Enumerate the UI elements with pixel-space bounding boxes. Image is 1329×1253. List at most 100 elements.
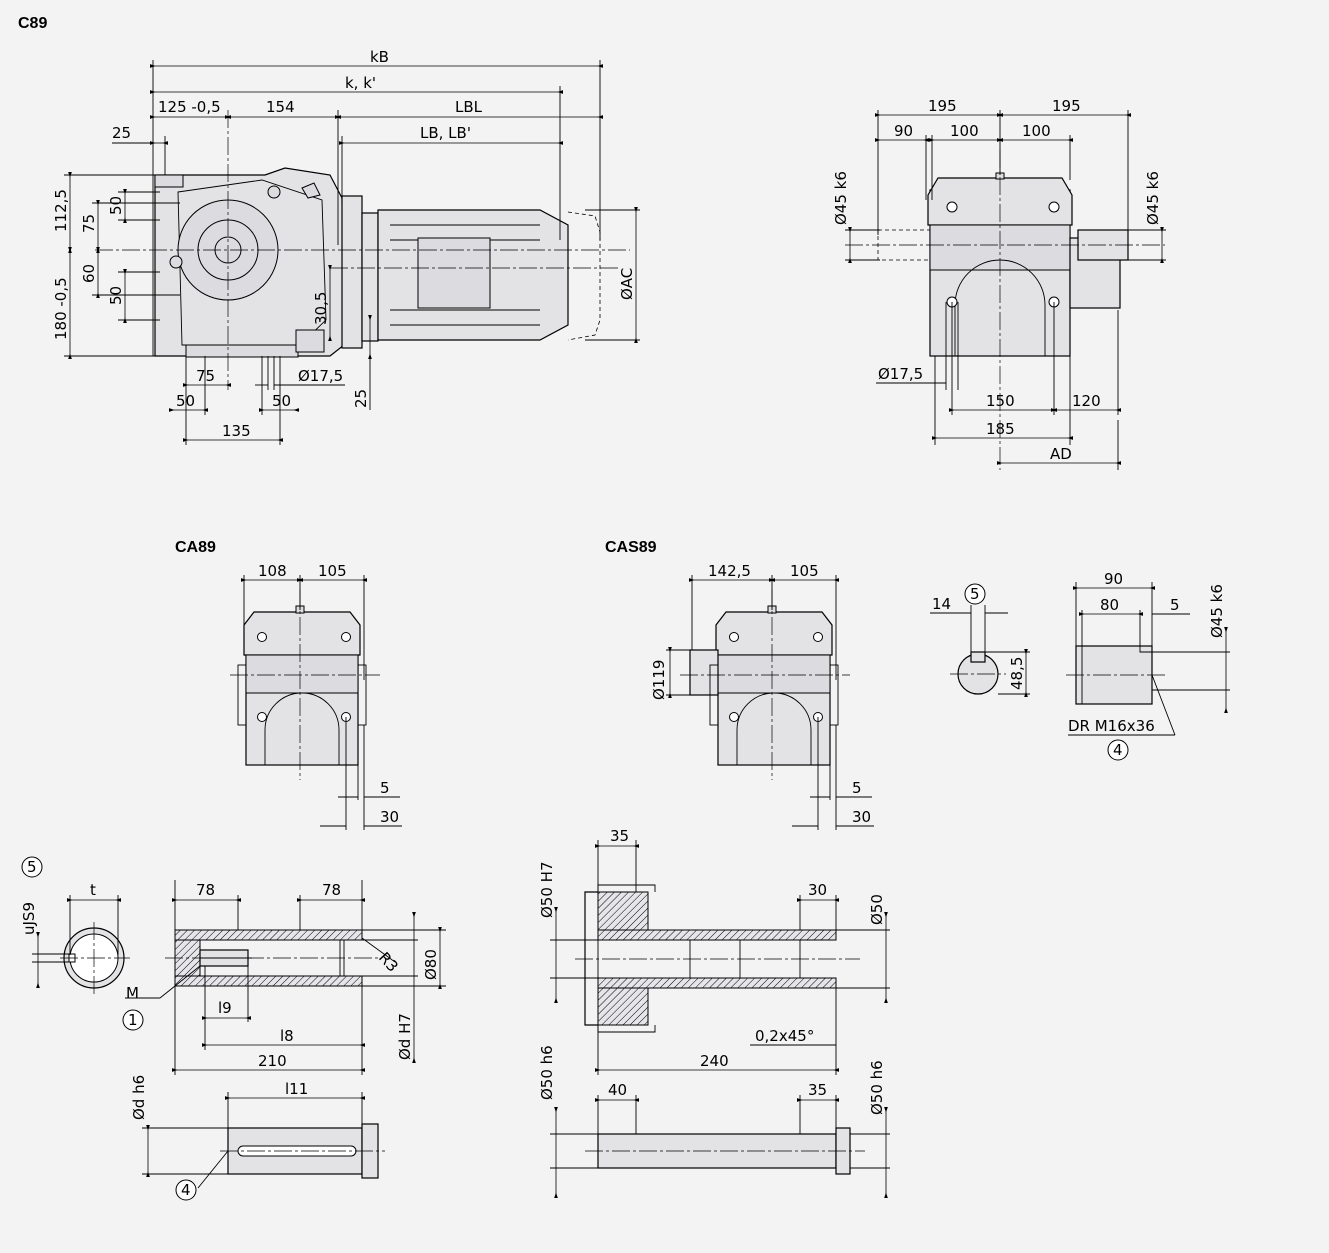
dim-0-2x45: 0,2x45° bbox=[755, 1027, 814, 1045]
dim-50h6b: Ø50 h6 bbox=[868, 1060, 886, 1115]
dim-100a: 100 bbox=[950, 122, 979, 140]
ca89-view: CA89 108 105 5 30 bbox=[175, 539, 402, 830]
dim-100b: 100 bbox=[1022, 122, 1051, 140]
cas89-shaft-stub bbox=[689, 649, 719, 696]
dim-5a: 5 bbox=[380, 779, 390, 797]
cas89-view: CAS89 142,5 105 Ø119 5 30 bbox=[605, 539, 874, 830]
c89-front-view: 195 195 90 100 100 Ø45 k6 Ø45 k6 Ø17,5 1… bbox=[832, 97, 1166, 470]
callout-4b-text: 4 bbox=[181, 1181, 191, 1199]
callout-1-text: 1 bbox=[128, 1011, 138, 1029]
dim-80: 80 bbox=[1100, 596, 1119, 614]
dim-l9: l9 bbox=[218, 999, 232, 1017]
hollow-shaft-wall-bottom bbox=[174, 975, 363, 987]
shaft-key bbox=[970, 651, 986, 663]
dim-uJS9: uJS9 bbox=[20, 902, 38, 935]
cas89-housing-top bbox=[715, 611, 833, 656]
shrink-disc-detail: 35 Ø50 H7 30 Ø50 0,2x45° 240 40 35 Ø50 h… bbox=[538, 827, 890, 1199]
dim-112-5: 112,5 bbox=[52, 189, 70, 232]
terminal-box bbox=[417, 237, 491, 309]
dim-35b: 35 bbox=[808, 1081, 827, 1099]
dim-50d: 50 bbox=[272, 392, 291, 410]
dim-35a: 35 bbox=[610, 827, 629, 845]
callout-5a bbox=[964, 583, 986, 605]
dim-k: k, k' bbox=[345, 74, 376, 92]
callout-4a bbox=[1107, 739, 1129, 761]
foot-tab bbox=[295, 329, 325, 353]
c89-title: C89 bbox=[18, 15, 47, 32]
housing-hole-1 bbox=[267, 185, 281, 199]
dim-120: 120 bbox=[1072, 392, 1101, 410]
dim-AC: ØAC bbox=[618, 268, 636, 300]
front-hole bbox=[946, 201, 958, 213]
cas-hollow-bottom bbox=[597, 977, 837, 989]
hollow-shaft-detail: 5 t uJS9 78 78 R3 Ø80 bbox=[20, 856, 446, 1201]
callout-5b-text: 5 bbox=[27, 858, 37, 876]
ca89-arch bbox=[264, 692, 340, 765]
dim-90b: 90 bbox=[1104, 570, 1123, 588]
dim-dh6: Ød h6 bbox=[130, 1075, 148, 1120]
callout-4a-text: 4 bbox=[1113, 741, 1123, 759]
c89-side-view: C89 kB k, k' 125 -0,5 bbox=[18, 15, 640, 445]
dim-150: 150 bbox=[986, 392, 1015, 410]
dim-50e: Ø50 bbox=[868, 894, 886, 925]
cas89-title: CAS89 bbox=[605, 539, 657, 556]
callout-5a-text: 5 bbox=[970, 585, 980, 603]
dim-105b: 105 bbox=[790, 562, 819, 580]
dim-78a: 78 bbox=[196, 881, 215, 899]
dim-50h6a: Ø50 h6 bbox=[538, 1045, 556, 1100]
dim-LBL: LBL bbox=[455, 98, 483, 116]
dim-75a: 75 bbox=[80, 214, 98, 233]
dim-125: 125 -0,5 bbox=[158, 98, 221, 116]
dim-17-5b: Ø17,5 bbox=[878, 365, 923, 383]
dim-5b: 5 bbox=[852, 779, 862, 797]
housing-rib bbox=[177, 179, 327, 346]
callout-4b bbox=[175, 1179, 197, 1201]
dim-l11: l11 bbox=[285, 1080, 308, 1098]
dim-45k6a: Ø45 k6 bbox=[832, 171, 850, 225]
keyed-shaft-detail: 14 5 48,5 90 80 5 Ø45 k6 DR M16x36 4 bbox=[930, 570, 1230, 761]
hollow-shaft-wall-top bbox=[174, 929, 363, 941]
dim-14: 14 bbox=[932, 595, 951, 613]
callout-1 bbox=[122, 1009, 144, 1031]
ca89-band bbox=[245, 654, 359, 694]
breather-plug bbox=[301, 182, 321, 199]
dim-195b: 195 bbox=[1052, 97, 1081, 115]
dim-185: 185 bbox=[986, 420, 1015, 438]
dim-25b: 25 bbox=[352, 389, 370, 408]
dim-45k6b: Ø45 k6 bbox=[1144, 171, 1162, 225]
dim-17-5a: Ø17,5 bbox=[298, 367, 343, 385]
dim-135: 135 bbox=[222, 422, 251, 440]
dim-119: Ø119 bbox=[650, 660, 668, 700]
dim-60: 60 bbox=[80, 264, 98, 283]
shrink-disc-bottom bbox=[597, 987, 649, 1026]
dim-30a: 30 bbox=[380, 808, 399, 826]
shaft-keyway bbox=[1139, 646, 1152, 653]
housing-lug bbox=[154, 174, 184, 188]
cas-hollow-top bbox=[597, 929, 837, 941]
dim-78b: 78 bbox=[322, 881, 341, 899]
dim-48-5: 48,5 bbox=[1008, 657, 1026, 690]
dim-t: t bbox=[90, 881, 96, 899]
motor-brake-option bbox=[567, 211, 601, 341]
dim-25a: 25 bbox=[112, 124, 131, 142]
adapter-flange bbox=[341, 195, 363, 349]
dim-195a: 195 bbox=[928, 97, 957, 115]
housing-foot bbox=[185, 344, 299, 358]
dim-50b: 50 bbox=[107, 286, 125, 305]
ca89-title: CA89 bbox=[175, 539, 216, 556]
dim-108: 108 bbox=[258, 562, 287, 580]
dim-90: 90 bbox=[894, 122, 913, 140]
dim-dH7: Ød H7 bbox=[396, 1013, 414, 1060]
shrink-disc-outline bbox=[584, 891, 598, 1026]
dim-154: 154 bbox=[266, 98, 295, 116]
dim-50c: 50 bbox=[176, 392, 195, 410]
dim-kB: kB bbox=[370, 48, 389, 66]
dim-30-5: 30,5 bbox=[312, 292, 330, 325]
shrink-disc-top bbox=[597, 891, 649, 931]
dim-210: 210 bbox=[258, 1052, 287, 1070]
front-housing-top bbox=[927, 177, 1073, 226]
dim-5c: 5 bbox=[1170, 596, 1180, 614]
dim-l8: l8 bbox=[280, 1027, 294, 1045]
